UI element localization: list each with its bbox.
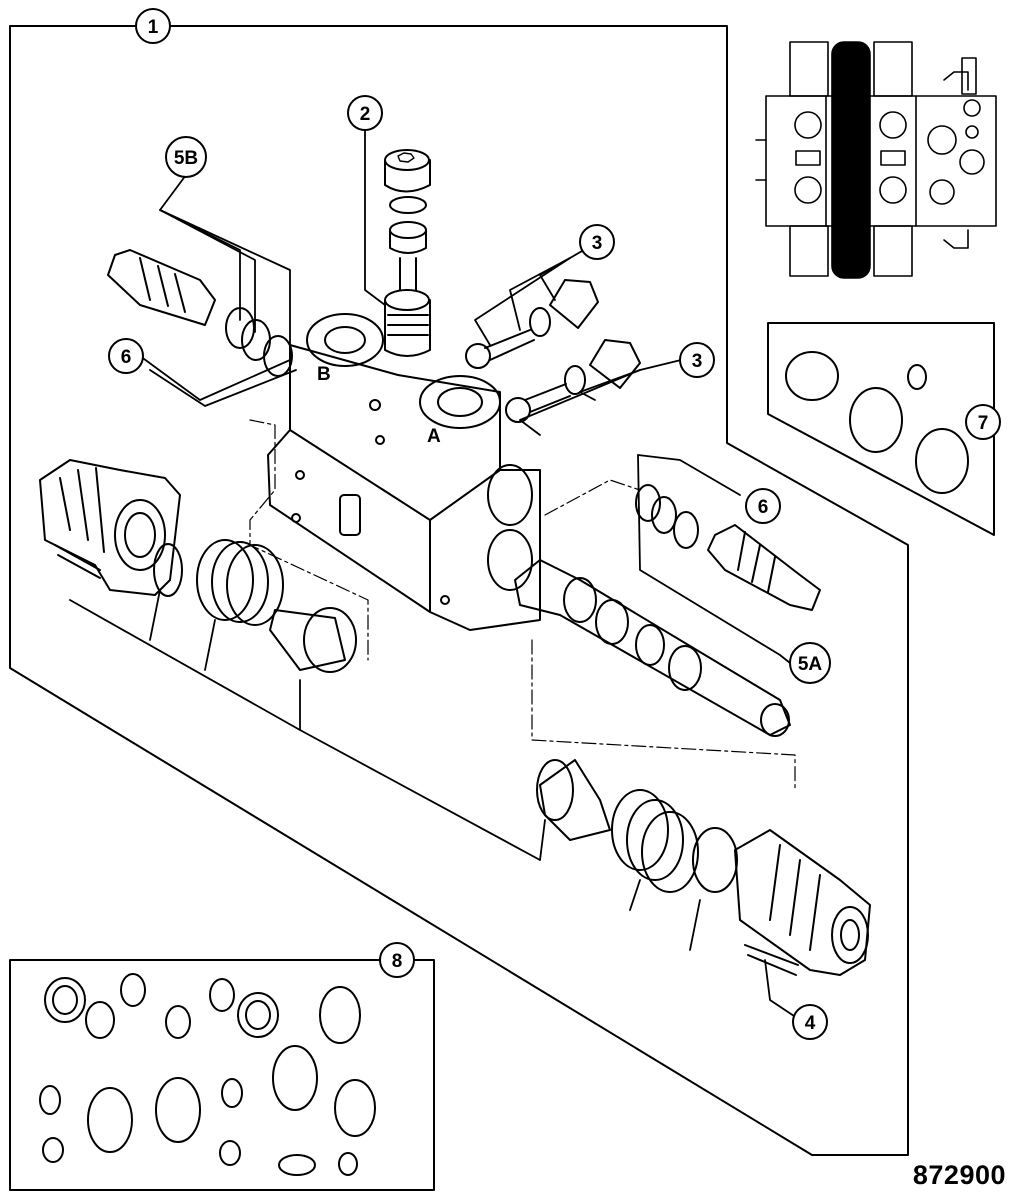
right-spring bbox=[536, 759, 738, 893]
callout-5a: 5A bbox=[789, 642, 831, 684]
seal-kit-8 bbox=[9, 959, 435, 1191]
leader-lines bbox=[69, 112, 801, 1021]
assembly-guide-lines bbox=[249, 419, 796, 791]
callout-2-label: 2 bbox=[360, 104, 371, 125]
callout-5b-label: 5B bbox=[174, 148, 198, 169]
callout-4: 4 bbox=[792, 1004, 828, 1040]
spool bbox=[514, 559, 791, 737]
callout-1: 1 bbox=[135, 8, 171, 44]
callout-6-right-label: 6 bbox=[758, 497, 769, 518]
check-valve-lower bbox=[505, 339, 641, 423]
callout-3-upper: 3 bbox=[579, 224, 615, 260]
right-end-cap bbox=[734, 829, 871, 976]
callout-7-label: 7 bbox=[978, 413, 989, 434]
assembly-outline bbox=[9, 25, 909, 1156]
callout-8-label: 8 bbox=[392, 951, 403, 972]
callout-6-right: 6 bbox=[745, 488, 781, 524]
relief-valve-assembly bbox=[384, 149, 431, 357]
callout-3-lower: 3 bbox=[679, 342, 715, 378]
oring-kit-7 bbox=[767, 322, 995, 536]
aux-valve-5a bbox=[635, 484, 821, 611]
callout-3-lower-label: 3 bbox=[692, 351, 703, 372]
callout-8: 8 bbox=[379, 942, 415, 978]
diagram-reference-number: 872900 bbox=[912, 1160, 1006, 1190]
callout-6-left: 6 bbox=[108, 338, 144, 374]
callout-2: 2 bbox=[347, 95, 383, 131]
port-b-label: B bbox=[317, 364, 331, 385]
callout-1-label: 1 bbox=[148, 17, 159, 38]
left-spring bbox=[153, 539, 357, 673]
check-valve-upper bbox=[465, 279, 599, 369]
callout-5b: 5B bbox=[165, 136, 207, 178]
port-a-label: A bbox=[427, 426, 441, 447]
left-end-cap bbox=[39, 459, 181, 596]
callout-3-upper-label: 3 bbox=[592, 233, 603, 254]
valve-bank-thumbnail bbox=[755, 41, 997, 279]
callout-4-label: 4 bbox=[805, 1013, 816, 1034]
callout-5a-label: 5A bbox=[798, 654, 823, 675]
callout-6-left-label: 6 bbox=[121, 347, 132, 368]
callout-7: 7 bbox=[965, 404, 1001, 440]
aux-valve-5b bbox=[107, 249, 293, 377]
valve-body bbox=[267, 313, 541, 631]
